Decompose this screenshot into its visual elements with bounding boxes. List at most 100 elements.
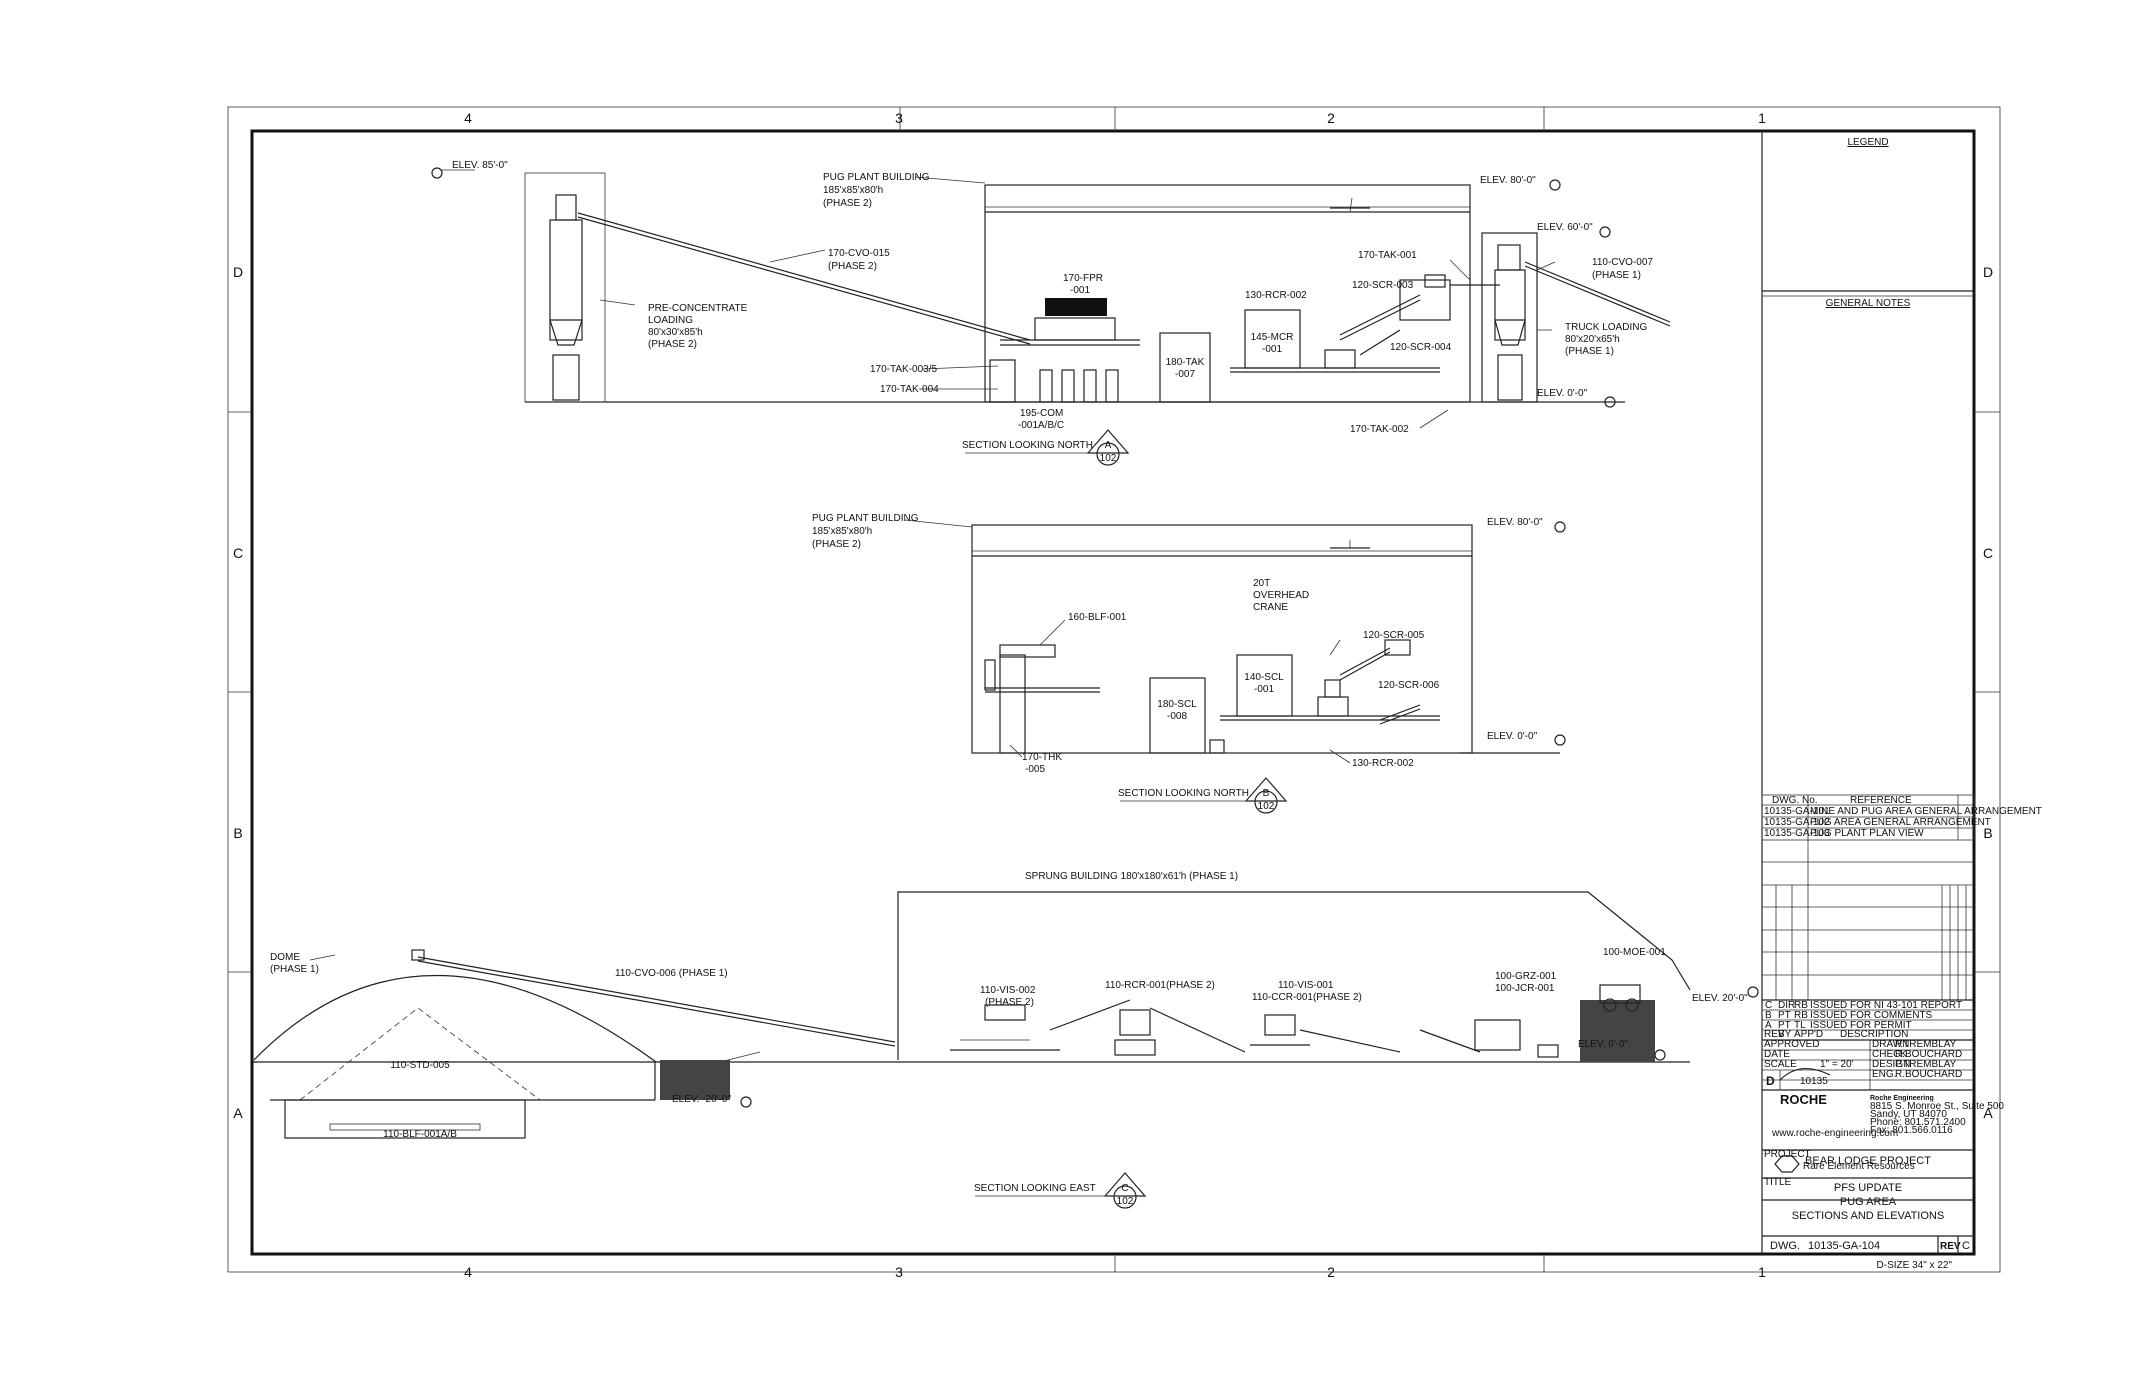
title-label: TITLE: [1764, 1177, 1792, 1188]
date-label: DATE: [1764, 1049, 1790, 1060]
approved-label: APPROVED: [1764, 1039, 1820, 1050]
preconc-line1: PRE-CONCENTRATE: [648, 303, 748, 314]
conveyor-015-label: 170-CVO-015: [828, 248, 890, 259]
title-block: [1761, 131, 1975, 1254]
building-b-line3: (PHASE 2): [812, 539, 861, 550]
rev-value: C: [1962, 1240, 1970, 1252]
grid-ticks: [228, 107, 2000, 1272]
preconc-line4: (PHASE 2): [648, 339, 697, 350]
rcr-002-label-b: 130-RCR-002: [1352, 758, 1414, 769]
address-phone: Phone: 801.571.2400: [1870, 1117, 1966, 1128]
dome-label-1: DOME: [270, 952, 300, 963]
elev-80-label-a: ELEV. 80'-0": [1480, 175, 1536, 186]
scr-005-label: 120-SCR-005: [1363, 630, 1425, 641]
crane-line1: 20T: [1253, 578, 1270, 589]
scr-004-label: 120-SCR-004: [1390, 342, 1452, 353]
mcr-label-2: -001: [1262, 344, 1282, 355]
elev-0-label-a: ELEV. 0'-0": [1537, 388, 1588, 399]
grid-col-3-top: 3: [895, 110, 903, 126]
rev-header-by: BY: [1778, 1029, 1792, 1040]
title-line1: PFS UPDATE: [1834, 1182, 1902, 1194]
jcr-label: 100-JCR-001: [1495, 983, 1555, 994]
roche-logo-text: ROCHE: [1780, 1092, 1827, 1107]
project-label: PROJECT: [1764, 1149, 1811, 1160]
dwg-number: 10135-GA-104: [1808, 1240, 1880, 1252]
rev-b-letter: B: [1765, 1010, 1772, 1021]
dwg-label: DWG.: [1770, 1240, 1800, 1252]
rcr-001-label: 110-RCR-001(PHASE 2): [1105, 980, 1215, 991]
section-b: [904, 519, 1566, 814]
com-label-2: -001A/B/C: [1018, 420, 1064, 431]
section-a-tag: A: [1105, 440, 1112, 451]
tak-007-label-2: -007: [1175, 369, 1195, 380]
project-name: BEAR LODGE PROJECT: [1805, 1155, 1931, 1167]
rcr-002-label: 130-RCR-002: [1245, 290, 1307, 301]
grid-row-b-left: B: [233, 825, 242, 841]
preconc-line3: 80'x30'x85'h: [648, 327, 703, 338]
ref-header-dwg: DWG. No.: [1772, 795, 1818, 806]
cvo-007-phase: (PHASE 1): [1592, 270, 1641, 281]
sheet-border: [227, 106, 2001, 1273]
rev-a-app: TL: [1794, 1020, 1806, 1031]
std-label: 110-STD-005: [390, 1060, 450, 1071]
drawn-name: P.TREMBLAY: [1895, 1039, 1957, 1050]
vis-001-label: 110-VIS-001: [1278, 980, 1334, 991]
elev-m20-label: ELEV. -20'-0": [672, 1094, 731, 1105]
scale-140-scl-001: [1236, 654, 1293, 717]
grid-row-c-right: C: [1983, 545, 1993, 561]
rev-a-by: PT: [1778, 1020, 1791, 1031]
elev-0-label-b: ELEV. 0'-0": [1487, 731, 1538, 742]
tank-180-tak-007: [1159, 332, 1211, 403]
tak-001-label: 170-TAK-001: [1358, 250, 1417, 261]
company-website: www.roche-engineering.com: [1771, 1128, 1898, 1139]
client-name: Rare Element Resources: [1803, 1161, 1915, 1172]
section-c-tag-ref: 102: [1117, 1196, 1134, 1207]
building-a-line1: PUG PLANT BUILDING: [823, 172, 930, 183]
tak-007-label-1: 180-TAK: [1166, 357, 1205, 368]
ref-3-desc: PUG PLANT PLAN VIEW: [1810, 828, 1924, 839]
scl-001-label-1: 140-SCL: [1244, 672, 1284, 683]
ref-1-dwg: 10135-GA-101: [1764, 806, 1830, 817]
sheet-size-letter: D: [1766, 1074, 1775, 1088]
legend-heading: LEGEND: [1847, 137, 1888, 148]
crane-line2: OVERHEAD: [1253, 590, 1309, 601]
rev-header-app: APP'D: [1794, 1029, 1823, 1040]
grz-label: 100-GRZ-001: [1495, 971, 1557, 982]
scale-value: 1" = 20': [1820, 1059, 1854, 1070]
roche-logo-mark: [1779, 1068, 1831, 1081]
section-a: [431, 167, 1671, 466]
address-line1: 8815 S. Monroe St., Suite 500: [1870, 1101, 2004, 1112]
sprung-building: [897, 891, 1691, 1060]
rare-element-logo-mark: [1774, 1155, 1800, 1173]
building-b-line2: 185'x85'x80'h: [812, 526, 872, 537]
elev-20-label: ELEV. 20'-0": [1692, 993, 1748, 1004]
title-line3: SECTIONS AND ELEVATIONS: [1792, 1210, 1944, 1222]
section-b-tag: B: [1263, 788, 1270, 799]
section-c-caption: SECTION LOOKING EAST: [974, 1183, 1096, 1194]
check-name: R.BOUCHARD: [1895, 1049, 1962, 1060]
rev-a-desc: ISSUED FOR PERMIT: [1810, 1020, 1912, 1031]
building-a-line3: (PHASE 2): [823, 198, 872, 209]
preconc-line2: LOADING: [648, 315, 693, 326]
section-b-tag-ref: 102: [1258, 801, 1275, 812]
building-b-line1: PUG PLANT BUILDING: [812, 513, 919, 524]
grid-col-2-bottom: 2: [1327, 1264, 1335, 1280]
scl-008-label-1: 180-SCL: [1157, 699, 1197, 710]
mcr-label-1: 145-MCR: [1251, 332, 1294, 343]
section-a-tag-ref: 102: [1100, 453, 1117, 464]
scr-003-label: 120-SCR-003: [1352, 280, 1414, 291]
job-number: 10135: [1800, 1076, 1828, 1087]
mill-145-mcr-001: [1244, 309, 1301, 369]
truck-loading-tower: [1481, 232, 1538, 403]
section-c-tag: C: [1121, 1183, 1128, 1194]
grid-col-4-bottom: 4: [464, 1264, 472, 1280]
thk-label-2: -005: [1025, 764, 1045, 775]
rev-header-desc: DESCRIPTION: [1840, 1029, 1908, 1040]
ccr-001-label: 110-CCR-001(PHASE 2): [1252, 992, 1362, 1003]
blf-label-b: 160-BLF-001: [1068, 612, 1127, 623]
ref-header-reference: REFERENCE: [1850, 795, 1912, 806]
grid-row-d-left: D: [233, 264, 243, 280]
preconcentrate-tower: [524, 172, 606, 403]
cvo-007-label: 110-CVO-007: [1592, 257, 1653, 268]
